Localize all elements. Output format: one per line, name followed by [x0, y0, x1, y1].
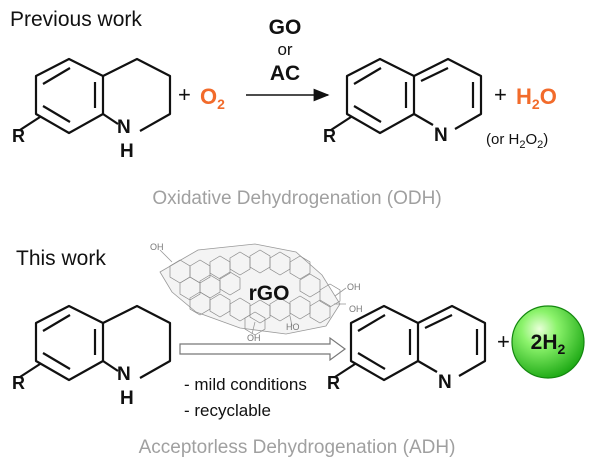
reagent-ac: AC — [270, 62, 300, 85]
section-title-this: This work — [16, 247, 106, 270]
water-product: H2O — [516, 84, 557, 112]
condition-mild: - mild conditions — [184, 375, 307, 394]
hydrogen-sphere-icon — [511, 305, 585, 379]
caption-adh: Acceptorless Dehydrogenation (ADH) — [139, 437, 456, 458]
n-atom-top-left: N — [117, 117, 131, 138]
oh-group-top-left: OH — [150, 242, 164, 252]
hydrogen-product: 2H2 — [531, 331, 566, 357]
reaction-arrow-bottom — [179, 336, 347, 362]
plus-bottom: + — [497, 329, 510, 354]
oxygen-reagent: O2 — [200, 84, 225, 112]
reagent-or: or — [277, 40, 292, 59]
plus-top-1: + — [178, 82, 191, 107]
cooh-oh-top: OH — [347, 282, 361, 292]
quinoline-bottom — [334, 304, 487, 382]
plus-top-2: + — [494, 82, 507, 107]
r-group-bottom-left: R — [12, 373, 25, 393]
oh-group-bottom: OH — [247, 333, 261, 343]
n-atom-top-right: N — [434, 125, 448, 146]
nh-hydrogen-bottom: H — [120, 388, 134, 409]
ho-group-bottom: HO — [286, 322, 300, 332]
caption-odh: Oxidative Dehydrogenation (ODH) — [152, 188, 441, 209]
n-atom-bottom-left: N — [117, 364, 131, 385]
r-group-top-right: R — [323, 126, 336, 146]
r-group-top-left: R — [12, 126, 25, 146]
or-h2o2-note: (or H2O2) — [486, 131, 548, 151]
tetrahydroquinoline-bottom — [19, 304, 172, 382]
condition-recyclable: - recyclable — [184, 401, 271, 420]
nh-hydrogen-top: H — [120, 141, 134, 162]
reagent-go: GO — [269, 16, 302, 39]
r-group-bottom-right: R — [327, 373, 340, 393]
rgo-label: rGO — [249, 282, 290, 305]
section-title-previous: Previous work — [10, 8, 142, 31]
cooh-oh-bottom: OH — [349, 304, 363, 314]
n-atom-bottom-right: N — [438, 372, 452, 393]
rgo-sheet-icon — [159, 243, 347, 336]
tetrahydroquinoline-top — [19, 57, 172, 135]
quinoline-top — [330, 57, 483, 135]
